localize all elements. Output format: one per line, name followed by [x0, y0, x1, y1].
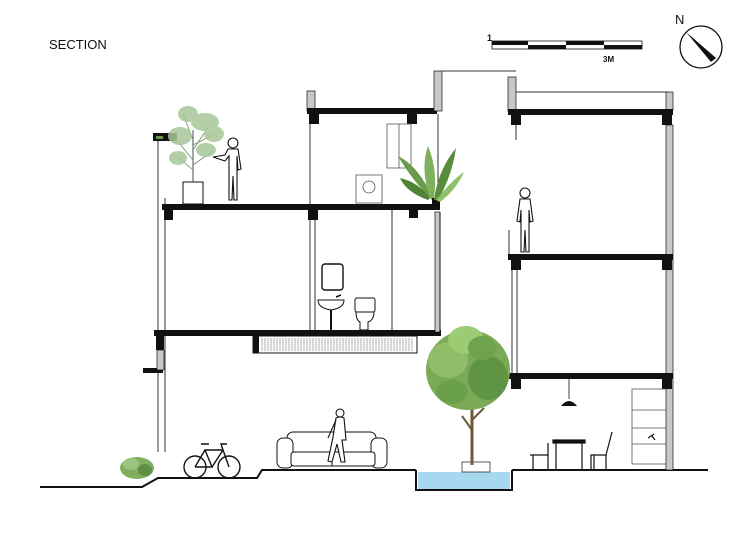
toilet-icon [354, 297, 376, 331]
hatched-balcony [252, 335, 418, 354]
left-wall-stub [143, 368, 163, 373]
person-icon-terrace [212, 137, 242, 201]
roof-cabinet [355, 123, 412, 204]
bush-icon [120, 457, 154, 479]
banana-plant-icon [398, 146, 464, 202]
left-boundary-wall [157, 140, 166, 452]
second-floor-slab [162, 198, 440, 220]
scale-end-label: 3M [603, 55, 614, 64]
pendant-lamp-icon [561, 379, 577, 406]
sink-icon [317, 294, 345, 330]
interior-walls [309, 210, 393, 330]
north-label: N [675, 12, 684, 27]
person-icon-upper-floor [516, 187, 534, 253]
bicycle-icon [183, 443, 241, 479]
roof-structure-left [306, 70, 516, 204]
scale-start-label: 1 [487, 33, 492, 43]
right-block-structure [507, 76, 674, 471]
ground-line [40, 469, 708, 488]
right-wall-left-block [434, 211, 441, 333]
north-arrow-icon: N [675, 12, 723, 69]
potted-tree-icon [168, 106, 224, 205]
reflecting-pool [415, 461, 513, 491]
person-icon-walking [327, 408, 347, 463]
scale-bar: 1 3M [487, 33, 643, 64]
bathroom-mirror-icon [321, 263, 344, 291]
kitchen-shelf [631, 388, 667, 465]
left-roof-planter [153, 133, 177, 141]
section-title: SECTION [49, 37, 107, 52]
dining-table-icon [530, 431, 613, 470]
courtyard-tree-icon [426, 326, 510, 465]
